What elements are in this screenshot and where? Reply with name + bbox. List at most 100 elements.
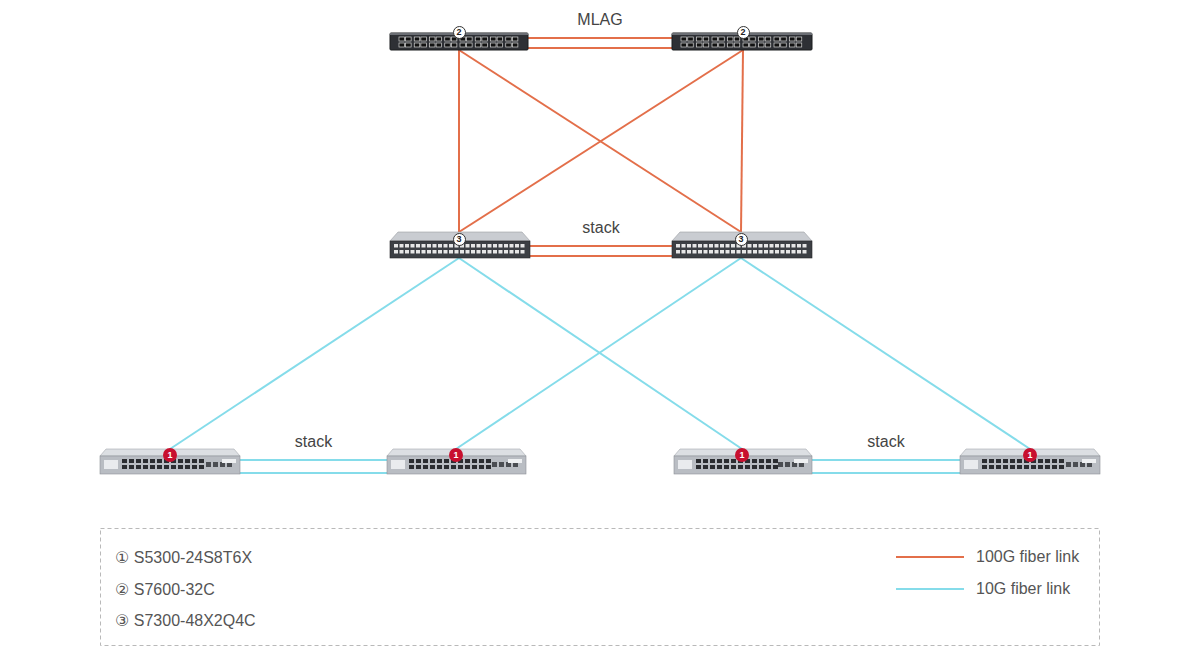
sfp-port-symbol — [213, 462, 218, 467]
legend-label: 10G fiber link — [976, 580, 1070, 598]
port-symbol — [989, 465, 994, 469]
port-symbol — [687, 244, 691, 248]
port-symbol — [709, 250, 713, 254]
port-symbol — [1059, 459, 1064, 463]
port-symbol — [482, 37, 488, 41]
port-symbol — [724, 459, 729, 463]
port-symbol — [803, 244, 807, 248]
port-symbol — [129, 465, 134, 469]
fiber-link — [741, 258, 1030, 449]
port-symbol — [745, 465, 750, 469]
port-symbol — [491, 37, 497, 41]
callout-number: 1 — [735, 448, 749, 462]
port-symbol — [775, 244, 779, 248]
port-symbol — [731, 459, 736, 463]
port-symbol — [682, 244, 686, 248]
port-symbol — [1045, 465, 1050, 469]
port-symbol — [466, 250, 470, 254]
port-symbol — [192, 465, 197, 469]
port-symbol — [185, 465, 190, 469]
port-symbol — [704, 250, 708, 254]
port-symbol — [717, 459, 722, 463]
port-symbol — [433, 250, 437, 254]
port-symbol — [430, 459, 435, 463]
port-symbol — [451, 465, 456, 469]
port-symbol — [996, 465, 1001, 469]
port-symbol — [719, 37, 725, 41]
switch-node: 1 — [387, 449, 526, 474]
port-symbol — [786, 250, 790, 254]
edge-group — [170, 38, 1030, 473]
sfp-port-symbol — [206, 462, 211, 467]
port-symbol — [472, 465, 477, 469]
port-symbol — [521, 250, 525, 254]
port-symbol — [759, 459, 764, 463]
port-symbol — [797, 244, 801, 248]
port-symbol — [742, 250, 746, 254]
port-symbol — [726, 250, 730, 254]
port-symbol — [122, 459, 127, 463]
port-symbol — [681, 43, 687, 47]
port-symbol — [709, 244, 713, 248]
port-symbol — [416, 250, 420, 254]
port-symbol — [129, 459, 134, 463]
port-symbol — [697, 37, 703, 41]
fiber-link — [530, 246, 672, 256]
port-symbol — [436, 37, 442, 41]
switch-node: 1 — [674, 449, 812, 474]
port-symbol — [427, 250, 431, 254]
link-label: stack — [582, 219, 619, 237]
switch-node: 1 — [960, 449, 1100, 474]
port-symbol — [482, 250, 486, 254]
port-symbol — [436, 43, 442, 47]
port-symbol — [724, 465, 729, 469]
port-symbol — [1038, 465, 1043, 469]
link-label: stack — [295, 433, 332, 451]
port-symbol — [510, 244, 514, 248]
fiber-link — [240, 460, 387, 473]
callout-number: 1 — [449, 448, 463, 462]
port-symbol — [406, 37, 412, 41]
port-symbol — [472, 459, 477, 463]
port-symbol — [394, 250, 398, 254]
port-symbol — [676, 244, 680, 248]
port-symbol — [482, 43, 488, 47]
port-symbol — [696, 459, 701, 463]
port-symbol — [466, 244, 470, 248]
port-symbol — [405, 244, 409, 248]
port-symbol — [1003, 459, 1008, 463]
port-symbol — [1031, 465, 1036, 469]
port-symbol — [411, 244, 415, 248]
port-symbol — [738, 465, 743, 469]
port-symbol — [720, 250, 724, 254]
switch-node: 2 — [672, 33, 812, 50]
port-symbol — [157, 459, 162, 463]
port-symbol — [790, 37, 796, 41]
port-symbol — [698, 244, 702, 248]
port-symbol — [759, 465, 764, 469]
port-symbol — [143, 465, 148, 469]
port-symbol — [753, 250, 757, 254]
port-symbol — [774, 43, 780, 47]
port-symbol — [786, 244, 790, 248]
port-symbol — [394, 244, 398, 248]
port-symbol — [449, 244, 453, 248]
sfp-port-symbol — [778, 462, 783, 467]
port-symbol — [444, 459, 449, 463]
port-symbol — [728, 43, 734, 47]
port-symbol — [414, 37, 420, 41]
port-symbol — [467, 37, 473, 41]
port-symbol — [781, 244, 785, 248]
port-symbol — [451, 43, 457, 47]
port-symbol — [693, 244, 697, 248]
port-symbol — [773, 459, 778, 463]
port-symbol — [759, 250, 763, 254]
port-symbol — [416, 465, 421, 469]
port-symbol — [1052, 459, 1057, 463]
port-symbol — [493, 250, 497, 254]
port-symbol — [438, 244, 442, 248]
port-symbol — [765, 43, 771, 47]
port-symbol — [445, 37, 451, 41]
port-symbol — [400, 244, 404, 248]
